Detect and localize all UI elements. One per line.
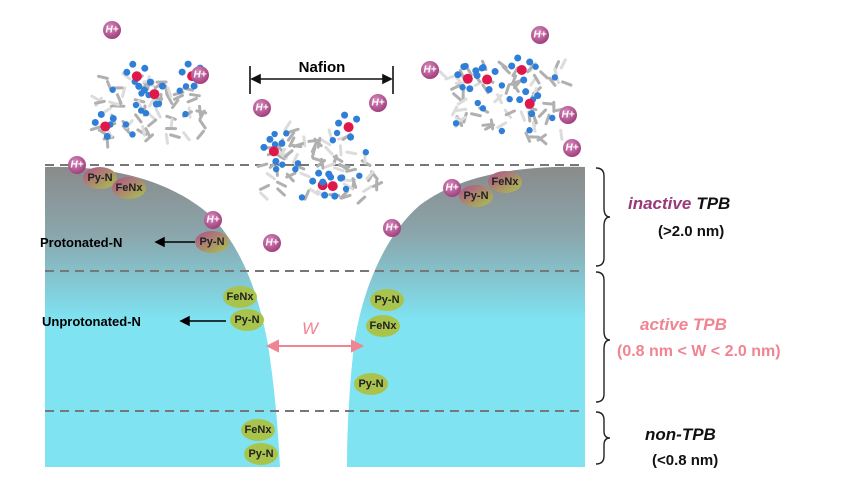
sulfonate-group	[343, 122, 354, 133]
nafion-label: Nafion	[299, 59, 346, 76]
site-label: Py-N	[199, 236, 224, 248]
site-label: Py-N	[234, 314, 259, 326]
inactive-tpb-title: inactive TPB	[628, 194, 730, 213]
carbon-wall-right	[347, 166, 585, 467]
fenx-site: FeNx	[488, 171, 522, 193]
proton-icon: H+	[369, 94, 387, 112]
protonated-arrow	[154, 236, 195, 248]
site-label: Py-N	[87, 172, 112, 184]
proton-icon: H+	[383, 219, 401, 237]
sulfonate-group	[100, 121, 111, 132]
sulfonate-group	[327, 181, 338, 192]
sulfonate-group	[462, 73, 473, 84]
pyridinic-n-site: Py-N	[230, 309, 264, 331]
fenx-site: FeNx	[112, 177, 146, 199]
zone-braces	[595, 167, 611, 465]
sulfonate-group	[482, 74, 493, 85]
nafion-bracket	[249, 66, 394, 94]
active-sites: Py-NFeNxPy-NFeNxPy-NFeNxPy-NPy-NFeNxPy-N…	[83, 167, 522, 465]
sulfonate-group	[516, 64, 527, 75]
pyridinic-n-site: Py-N	[244, 443, 278, 465]
proton-label: H+	[265, 238, 278, 249]
nafion-cluster	[437, 54, 573, 146]
proton-label: H+	[561, 110, 574, 121]
zone-separators	[45, 164, 585, 412]
site-label: FeNx	[370, 320, 398, 332]
brace-inactive	[595, 167, 611, 267]
tpb-word: TPB	[696, 194, 730, 213]
proton-label: H+	[371, 98, 384, 109]
unprotonated-n-label: Unprotonated-N	[42, 314, 141, 329]
active-tpb-title: active TPB	[640, 315, 727, 334]
sulfonate-group	[131, 71, 142, 82]
unprotonated-arrow	[179, 315, 226, 327]
proton-label: H+	[193, 70, 206, 81]
proton-icon: H+	[559, 106, 577, 124]
proton-icon: H+	[191, 66, 209, 84]
proton-label: H+	[423, 65, 436, 76]
site-label: Py-N	[358, 378, 383, 390]
site-label: Py-N	[374, 294, 399, 306]
proton-label: H+	[385, 223, 398, 234]
proton-icon: H+	[531, 26, 549, 44]
proton-label: H+	[445, 183, 458, 194]
fenx-site: FeNx	[366, 315, 400, 337]
proton-icon: H+	[204, 211, 222, 229]
proton-icon: H+	[563, 139, 581, 157]
protonated-n-label: Protonated-N	[40, 235, 122, 250]
brace-active	[595, 271, 611, 403]
proton-icon: H+	[263, 234, 281, 252]
proton-icon: H+	[103, 21, 121, 39]
sulfonate-group	[268, 146, 279, 157]
site-label: FeNx	[245, 424, 273, 436]
width-label: W	[302, 319, 320, 338]
proton-label: H+	[255, 103, 268, 114]
nafion-cluster	[89, 60, 208, 149]
proton-label: H+	[70, 160, 83, 171]
active-range: (0.8 nm < W < 2.0 nm)	[617, 343, 781, 360]
proton-label: H+	[105, 25, 118, 36]
site-label: FeNx	[227, 291, 255, 303]
sulfonate-group	[524, 98, 535, 109]
nafion-molecules: H+ H+ H+ H+ H+ H+ H+ H+ H+ H+ H+ H+ H+	[68, 21, 581, 252]
pyridinic-n-site: Py-N	[195, 231, 229, 253]
sulfonate-group	[149, 89, 160, 100]
proton-icon: H+	[253, 99, 271, 117]
width-arrow	[265, 339, 365, 353]
fenx-site: FeNx	[241, 419, 275, 441]
site-label: FeNx	[116, 182, 144, 194]
inactive-word: inactive	[628, 194, 691, 213]
pyridinic-n-site: Py-N	[354, 373, 388, 395]
nafion-cluster	[256, 111, 384, 205]
brace-non	[595, 411, 611, 465]
non-tpb-range: (<0.8 nm)	[652, 452, 718, 469]
proton-icon: H+	[443, 179, 461, 197]
proton-label: H+	[533, 30, 546, 41]
non-tpb-title: non-TPB	[645, 425, 716, 444]
proton-icon: H+	[421, 61, 439, 79]
proton-label: H+	[206, 215, 219, 226]
pyridinic-n-site: Py-N	[370, 289, 404, 311]
pyridinic-n-site: Py-N	[83, 167, 117, 189]
pyridinic-n-site: Py-N	[459, 185, 493, 207]
proton-label: H+	[565, 143, 578, 154]
site-label: Py-N	[248, 448, 273, 460]
proton-icon: H+	[68, 156, 86, 174]
inactive-range: (>2.0 nm)	[658, 223, 724, 240]
site-label: Py-N	[463, 190, 488, 202]
fenx-site: FeNx	[223, 286, 257, 308]
site-label: FeNx	[492, 176, 520, 188]
